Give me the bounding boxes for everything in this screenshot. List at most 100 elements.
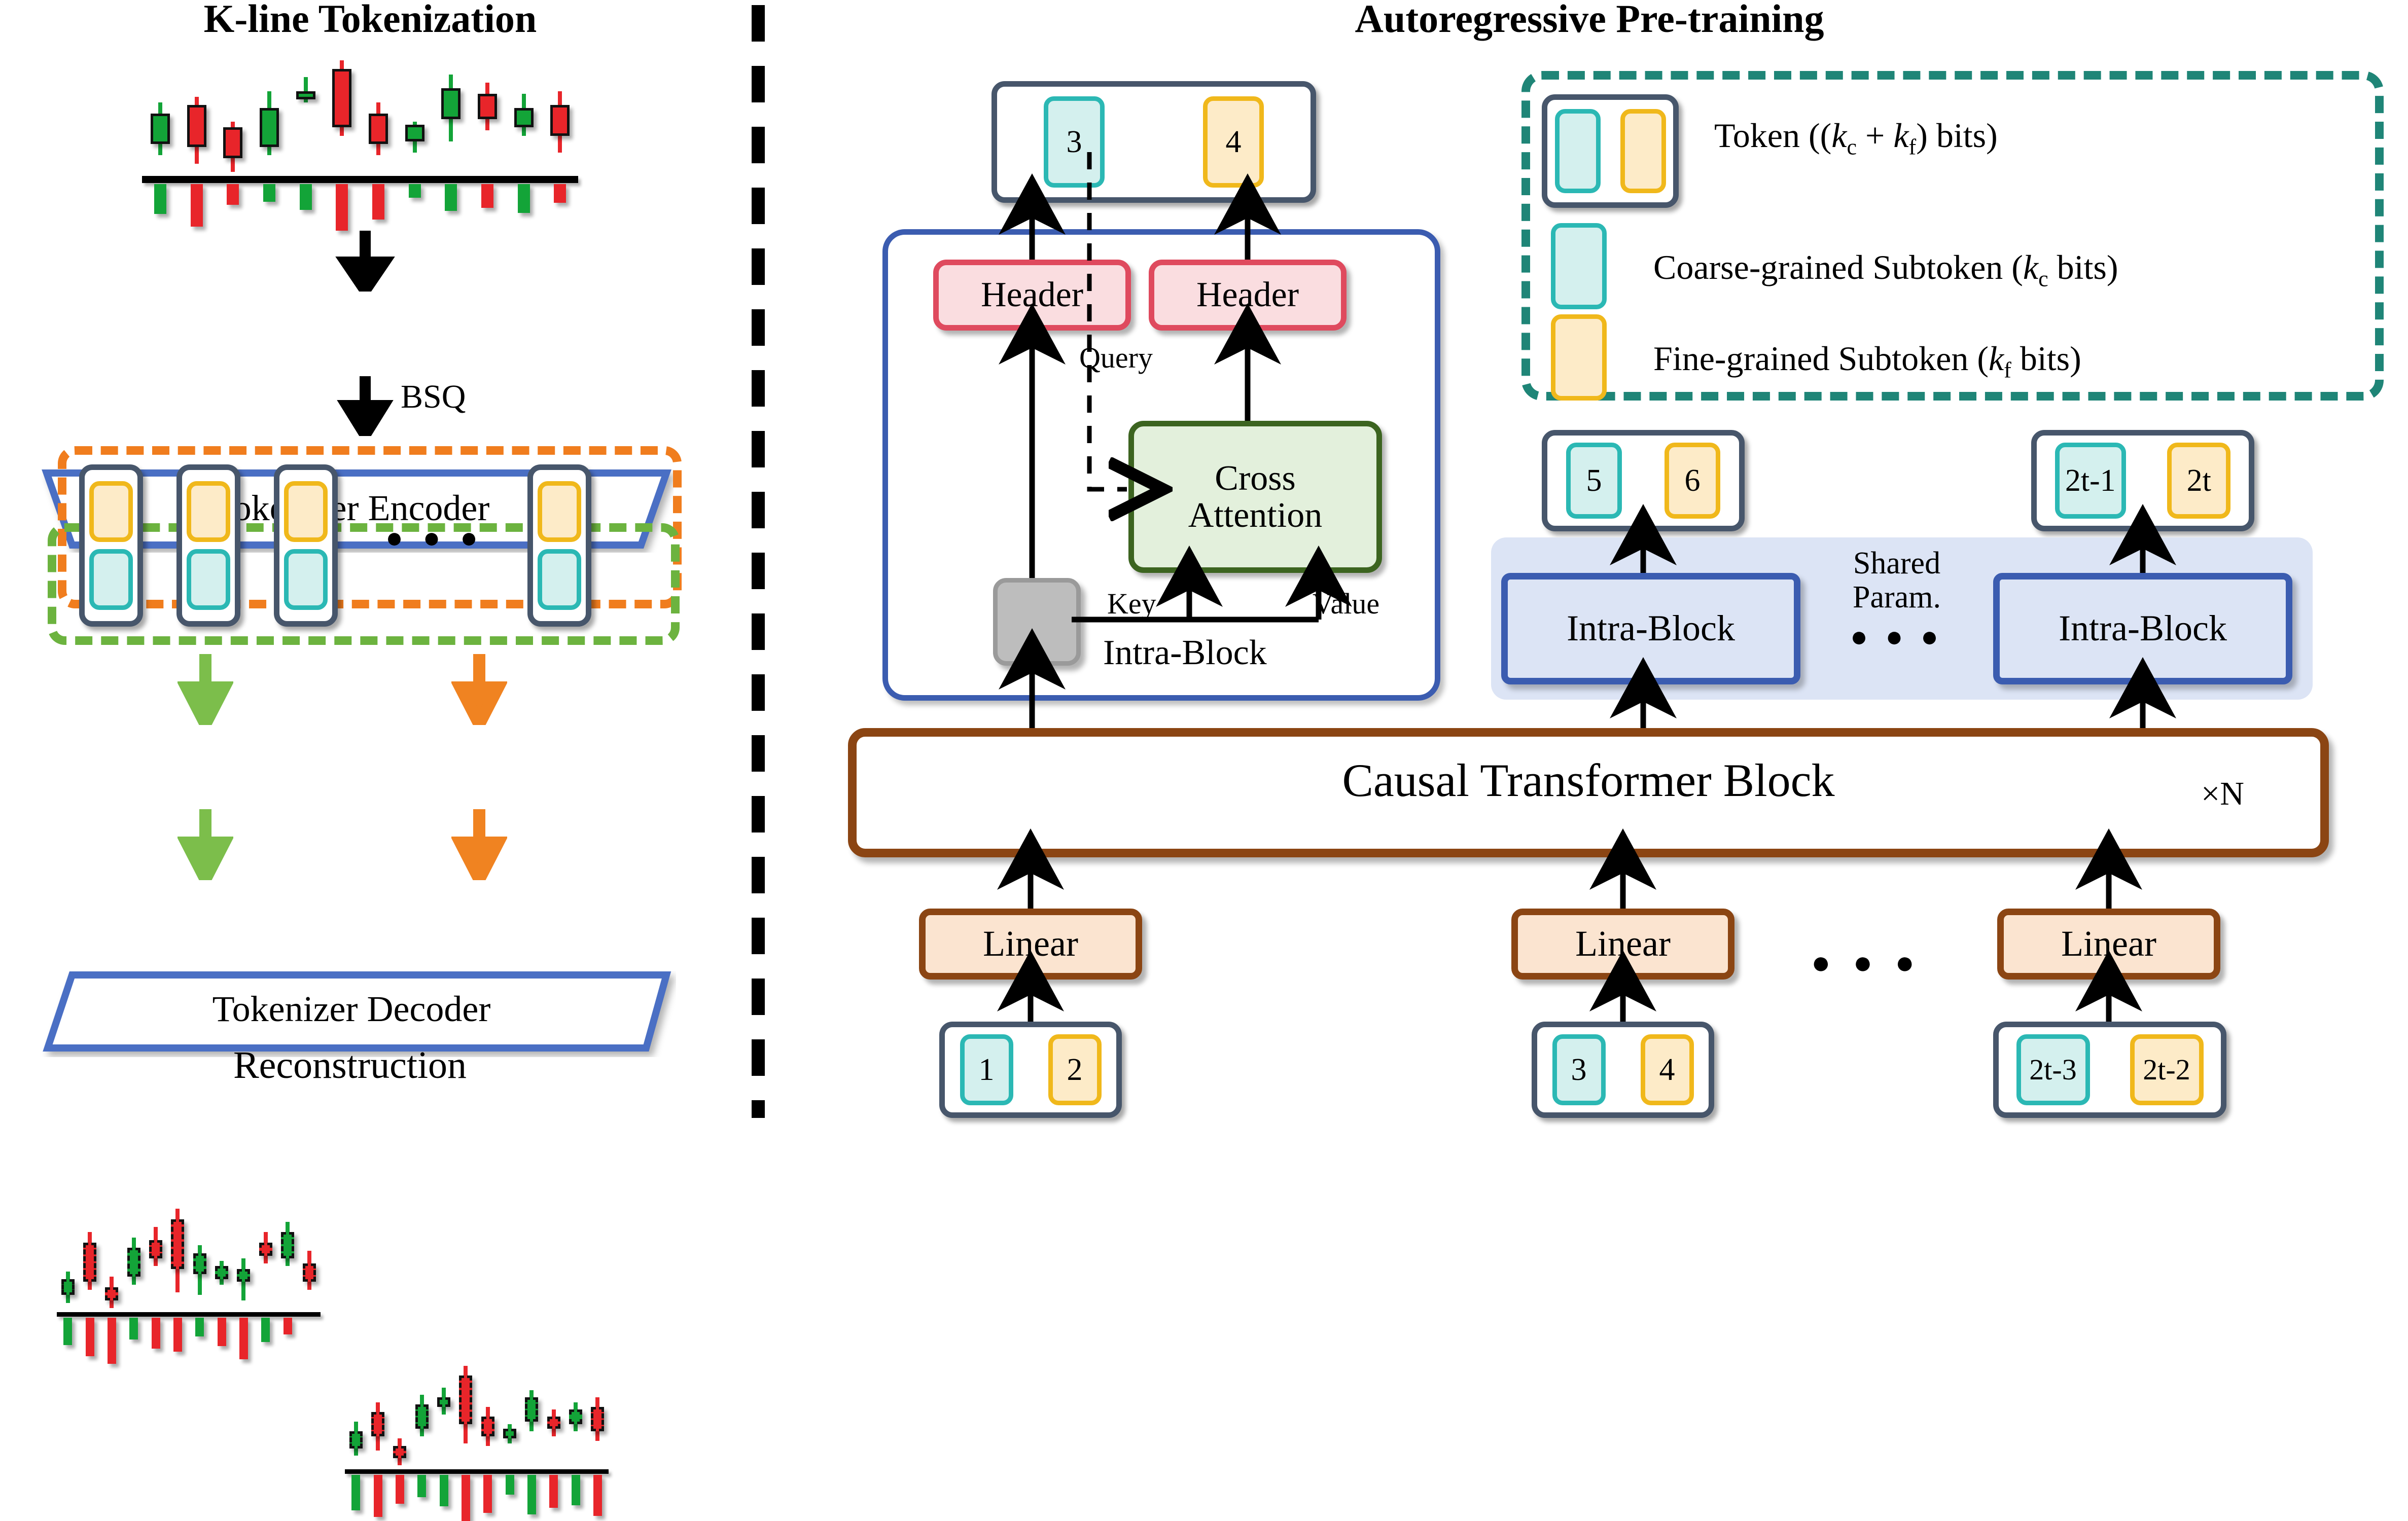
- volume-bar: [554, 184, 566, 203]
- input-coarse-subtoken: 2t-3: [2016, 1034, 2090, 1105]
- volume-bar: [373, 1475, 382, 1517]
- volume-bar: [190, 184, 203, 227]
- volume-bar: [299, 184, 312, 210]
- input-fine-subtoken: 2t-2: [2130, 1034, 2204, 1105]
- coarse-subtoken: [187, 549, 230, 610]
- volume-bar: [173, 1318, 182, 1352]
- candle-body: [303, 1263, 316, 1282]
- volume-bar: [283, 1318, 292, 1334]
- predicted-token-1[interactable]: 5 6: [1542, 430, 1745, 531]
- volume-bar: [351, 1475, 361, 1511]
- input-token-1[interactable]: 1 2: [939, 1022, 1122, 1118]
- candle-body: [459, 1375, 473, 1424]
- tokenizer-decoder[interactable]: Tokenizer Decoder: [40, 971, 671, 1052]
- left-panel-title: K-line Tokenization: [203, 0, 537, 41]
- predicted-coarse-subtoken: 2t-1: [2055, 443, 2126, 519]
- candle-body: [569, 1409, 582, 1424]
- volume-bar: [517, 184, 530, 213]
- candle-body: [83, 1243, 96, 1282]
- fine-subtoken: [187, 481, 230, 542]
- volume-bar: [227, 184, 239, 205]
- predicted-token-2[interactable]: 2t-1 2t: [2031, 430, 2254, 531]
- candle-body: [237, 1269, 251, 1282]
- linear-block-3[interactable]: Linear: [1997, 909, 2220, 980]
- bsq-token-column[interactable]: [274, 464, 338, 627]
- legend-coarse-part: [1554, 109, 1601, 193]
- candle-body: [259, 107, 279, 147]
- volume-bar: [129, 1318, 138, 1340]
- bsq-token-column[interactable]: [176, 464, 240, 627]
- legend-swatch-token: [1542, 94, 1679, 208]
- volume-bar: [593, 1475, 602, 1516]
- candle-body: [591, 1407, 605, 1432]
- predicted-fine-subtoken: 2t: [2167, 443, 2231, 519]
- candle-body: [349, 1431, 363, 1448]
- volume-bar: [483, 1475, 492, 1513]
- chart-baseline: [57, 1312, 321, 1317]
- arrow-encoder-to-bsq: [335, 376, 396, 446]
- kline-chart-reconstruction-left: [57, 1207, 321, 1364]
- volume-bar: [408, 184, 421, 198]
- legend-swatch-fine: [1551, 314, 1607, 401]
- output-token[interactable]: 3 4: [991, 81, 1316, 203]
- cross-attention-block[interactable]: Cross Attention: [1128, 421, 1382, 573]
- legend-token-post: ) bits): [1916, 116, 1998, 155]
- candle-body: [550, 105, 570, 136]
- shared-intra-block-2[interactable]: Intra-Block: [1993, 573, 2292, 684]
- legend-token-sub2: f: [1908, 134, 1917, 160]
- input-fine-subtoken: 2: [1048, 1034, 1102, 1105]
- candle-wick: [303, 77, 308, 102]
- shared-intra-block-1[interactable]: Intra-Block: [1501, 573, 1800, 684]
- shared-param-label: Shared Param.: [1816, 547, 1978, 614]
- legend-fine-part: [1620, 109, 1666, 193]
- legend-coarse-sub1: c: [2038, 266, 2048, 292]
- volume-bar: [336, 184, 348, 231]
- tokenizer-encoder-label: Tokenizer Encoder: [213, 488, 490, 528]
- output-coarse-subtoken: 3: [1044, 96, 1105, 188]
- input-token-2[interactable]: 3 4: [1532, 1022, 1714, 1118]
- panel-divider: [752, 5, 765, 1118]
- kline-chart-reconstruction-right: [345, 1364, 609, 1521]
- legend-coarse-post: bits): [2048, 248, 2118, 286]
- arrow-coarse-to-decoder: [176, 654, 234, 738]
- input-fine-subtoken: 4: [1640, 1034, 1694, 1105]
- bsq-token-stack: ● ● ●: [48, 446, 705, 645]
- volume-bar: [85, 1318, 94, 1356]
- input-token-3[interactable]: 2t-3 2t-2: [1993, 1022, 2226, 1118]
- volume-bar: [239, 1318, 248, 1360]
- value-label: Value: [1313, 587, 1380, 620]
- coarse-subtoken: [284, 549, 328, 610]
- candle-body: [514, 107, 534, 127]
- candle-body: [215, 1266, 228, 1280]
- linear-block-2[interactable]: Linear: [1511, 909, 1734, 980]
- volume-bar: [439, 1475, 448, 1507]
- linear-block-1[interactable]: Linear: [919, 909, 1142, 980]
- shared-param-line1: Shared: [1853, 546, 1941, 581]
- output-fine-subtoken: 4: [1203, 96, 1264, 188]
- input-coarse-subtoken: 3: [1552, 1034, 1606, 1105]
- header-left[interactable]: Header: [933, 260, 1131, 331]
- candle-body: [223, 127, 243, 158]
- candle-body: [415, 1404, 429, 1429]
- bsq-token-column[interactable]: [527, 464, 591, 627]
- legend-coarse-pre: Coarse-grained Subtoken (: [1653, 248, 2023, 286]
- fine-subtoken: [284, 481, 328, 542]
- causal-transformer-label: Causal Transformer Block: [1342, 754, 1835, 806]
- shared-param-line2: Param.: [1853, 580, 1941, 614]
- legend-label-coarse: Coarse-grained Subtoken (kc bits): [1653, 248, 2118, 292]
- bsq-token-column[interactable]: [79, 464, 143, 627]
- candle-body: [441, 88, 461, 119]
- header-right[interactable]: Header: [1149, 260, 1347, 331]
- candle-body: [368, 113, 388, 144]
- candle-body: [150, 113, 170, 144]
- right-panel-title: Autoregressive Pre-training: [1355, 0, 1824, 41]
- candle-body: [187, 105, 206, 147]
- candle-body: [61, 1279, 75, 1295]
- candle-body: [332, 68, 352, 127]
- legend-panel: [1521, 71, 2384, 401]
- volume-bar: [263, 184, 275, 202]
- volume-bar: [549, 1475, 558, 1508]
- grey-state-box[interactable]: [993, 578, 1081, 666]
- intra-block-detail-label: Intra-Block: [1103, 633, 1267, 672]
- candle-body: [149, 1240, 162, 1258]
